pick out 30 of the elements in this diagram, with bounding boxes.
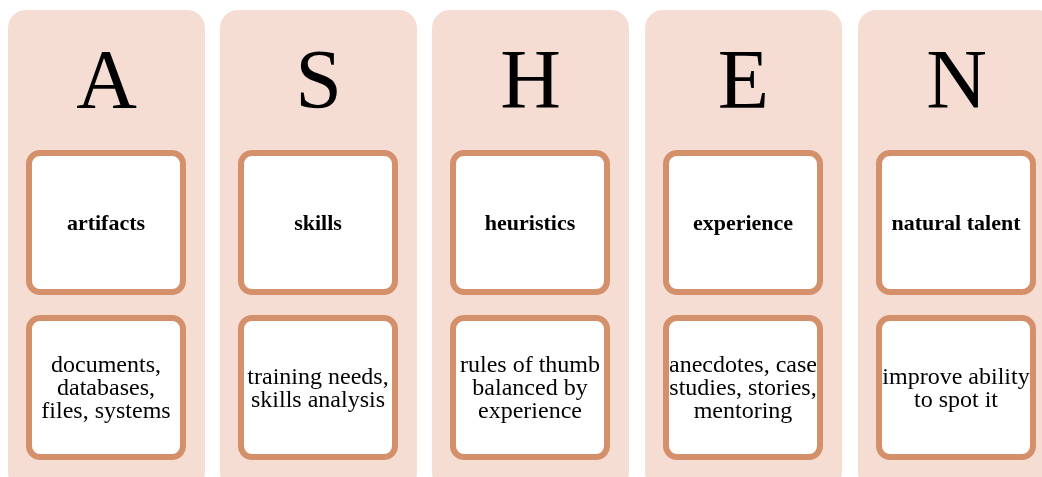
column-panel (858, 10, 1042, 477)
column-letter: N (925, 38, 988, 122)
category-label: artifacts (66, 210, 146, 235)
category-box (876, 150, 1036, 295)
category-label: natural talent (891, 210, 1021, 235)
description-text: documents, databases, files, systems (40, 353, 172, 422)
category-label: skills (294, 210, 342, 235)
category-box (26, 150, 186, 295)
description-text: rules of thumb balanced by experience (459, 353, 601, 422)
column-panel (8, 10, 205, 477)
column-letter: S (294, 38, 343, 122)
category-box (663, 150, 823, 295)
description-text: improve ability to spot it (882, 364, 1030, 411)
column-panel (645, 10, 842, 477)
category-label: experience (692, 210, 794, 235)
description-box (450, 315, 610, 460)
column-panel (432, 10, 629, 477)
column-panel (220, 10, 417, 477)
description-box (663, 315, 823, 460)
column-letter: A (75, 38, 138, 122)
category-label: heuristics (484, 210, 576, 235)
description-box (876, 315, 1036, 460)
description-text: training needs, skills analysis (246, 364, 390, 411)
description-box (238, 315, 398, 460)
column-letter: H (499, 38, 562, 122)
column-letter: E (716, 38, 771, 122)
category-box (450, 150, 610, 295)
category-box (238, 150, 398, 295)
description-text: anecdotes, case studies, stories, mentoring (669, 353, 817, 422)
description-box (26, 315, 186, 460)
